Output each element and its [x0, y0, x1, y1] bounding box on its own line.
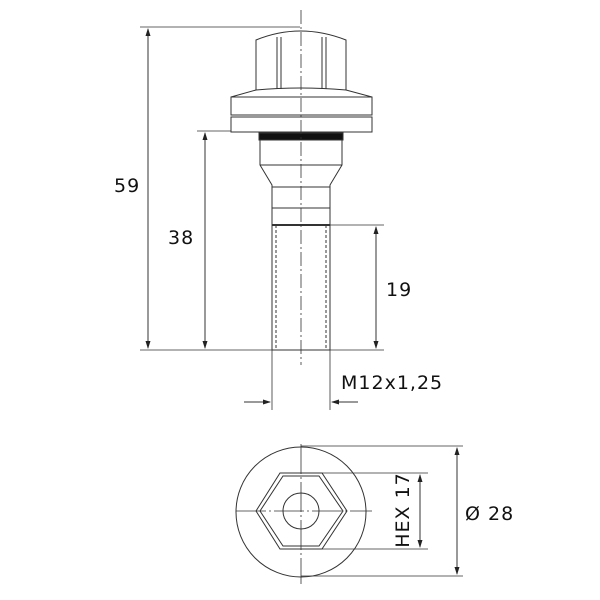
- label-thread-spec: M12x1,25: [341, 372, 444, 394]
- label-shank-length: 38: [168, 227, 195, 249]
- washer: [230, 116, 373, 133]
- flange: [230, 89, 373, 98]
- label-total-length: 59: [114, 175, 141, 197]
- label-diameter: Ø 28: [465, 503, 515, 525]
- label-hex-size: HEX 17: [392, 472, 414, 548]
- label-thread-length: 19: [386, 279, 413, 301]
- cap-hex: [255, 30, 347, 91]
